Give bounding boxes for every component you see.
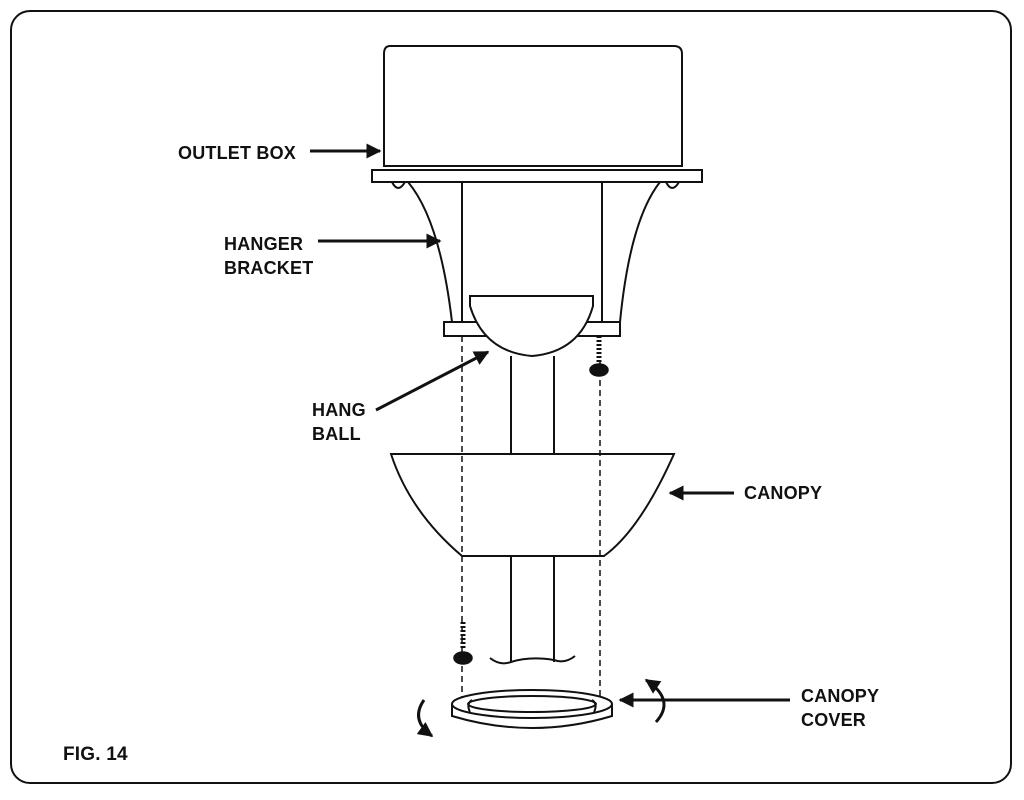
canopy-cover-slot-left — [467, 699, 473, 713]
canopy-label-text: CANOPY — [744, 483, 823, 503]
hang-ball-label-line1: HANG — [312, 400, 366, 420]
canopy-cover-label-line2: COVER — [801, 710, 867, 730]
outlet-box-label-text: OUTLET BOX — [178, 143, 296, 163]
canopy-cover-slot-right — [591, 699, 597, 713]
downrod-break — [489, 655, 576, 665]
hanger-bracket-right-arm — [619, 181, 661, 323]
hang-ball-arrow — [375, 350, 490, 412]
screw-lower — [453, 622, 473, 665]
canopy-label: CANOPY — [744, 481, 822, 505]
canopy — [389, 453, 676, 557]
hanger-bracket-label: HANGER BRACKET — [224, 232, 313, 280]
figure-title: FIG. 14 — [63, 744, 128, 765]
plate-bump-right — [665, 181, 680, 189]
hanger-bracket-label-line2: BRACKET — [224, 258, 314, 278]
figure-frame — [10, 10, 1012, 784]
canopy-cover-label: CANOPY COVER — [801, 684, 879, 732]
outlet-box — [383, 45, 683, 167]
screw-upper — [589, 336, 609, 377]
hanger-bracket-label-line1: HANGER — [224, 234, 304, 254]
canopy-cover-label-line1: CANOPY — [801, 686, 880, 706]
rotate-left-arrow — [416, 699, 434, 738]
canopy-cover-edge — [451, 704, 613, 729]
hanger-bracket-left-arm — [407, 181, 453, 323]
rotate-right-arrow — [644, 678, 666, 724]
hang-ball-label: HANG BALL — [312, 398, 366, 446]
hang-ball — [469, 295, 594, 358]
mounting-plate — [371, 169, 703, 183]
plate-bump-left — [391, 181, 406, 189]
hang-ball-label-line2: BALL — [312, 424, 361, 444]
outlet-box-label: OUTLET BOX — [178, 141, 296, 165]
canopy-cover-outer — [451, 689, 613, 719]
